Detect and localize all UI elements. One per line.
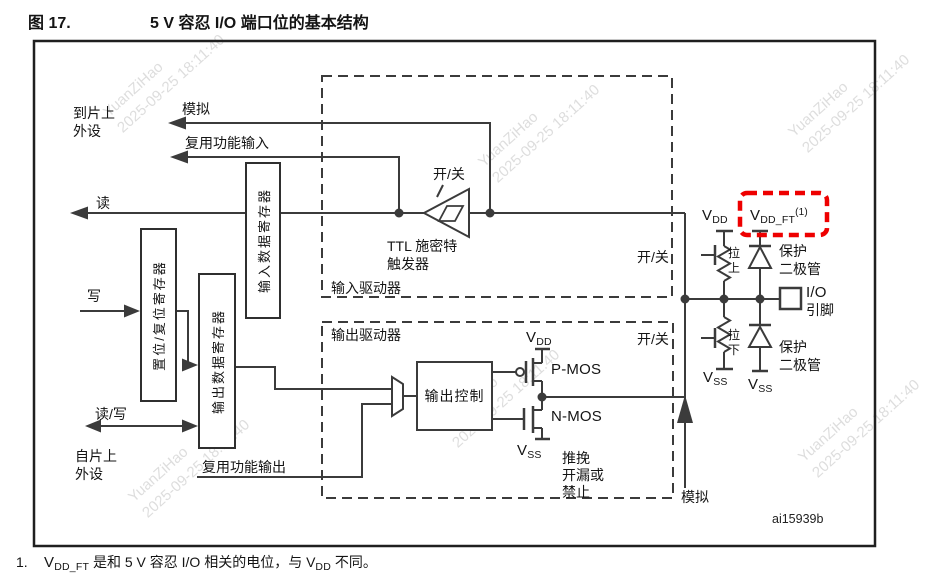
figure-title: 5 V 容忍 I/O 端口位的基本结构 xyxy=(150,15,369,32)
input-driver-box xyxy=(321,75,673,298)
analog-input-wire xyxy=(184,122,491,213)
read-write-left-arrowhead xyxy=(85,419,101,433)
protection-diode-lower-label-1: 保护 xyxy=(779,339,807,355)
pmos-transistor xyxy=(492,347,550,397)
vddft-label: VDD_FT(1) xyxy=(750,207,808,226)
pull-up-label: 拉上 xyxy=(728,246,741,275)
vdd-mos-label: VDD xyxy=(526,329,552,349)
read-write-label: 读/写 xyxy=(95,406,127,422)
analog-bottom-label: 模拟 xyxy=(681,489,709,505)
pull-down-resistor xyxy=(716,299,733,371)
from-onchip-periph-label-1: 自片上 xyxy=(75,448,117,464)
read-label: 读 xyxy=(96,195,110,211)
disabled-label: 禁止 xyxy=(562,484,590,500)
nmos-transistor xyxy=(492,397,550,441)
output-control-label: 输出控制 xyxy=(424,388,485,404)
pull-down-switch xyxy=(701,328,717,348)
vddft-highlight-box xyxy=(737,190,830,238)
io-pin-label-1: I/O xyxy=(806,284,827,301)
pullup-on-off-label: 开/关 xyxy=(637,249,669,265)
footnote: 1.VDD_FT 是和 5 V 容忍 I/O 相关的电位，与 VDD 不同。 xyxy=(16,554,377,573)
ttl-schmitt-label-1: TTL 施密特 xyxy=(387,238,458,254)
output-data-register: 输出数据寄存器 xyxy=(198,273,236,449)
protection-diode-upper xyxy=(747,229,773,299)
schmitt-trigger xyxy=(421,184,470,239)
af-output-wire xyxy=(197,403,392,478)
open-drain-label: 开漏或 xyxy=(562,467,604,483)
input-data-register: 输入数据寄存器 xyxy=(245,162,281,319)
output-driver-label: 输出驱动器 xyxy=(331,327,401,343)
af-input-arrowhead xyxy=(170,150,188,164)
af-input-wire xyxy=(186,156,400,213)
pulldown-on-off-label: 开/关 xyxy=(637,331,669,347)
schmitt-on-off-label: 开/关 xyxy=(433,166,465,182)
output-control-box xyxy=(416,361,493,431)
write-label: 写 xyxy=(87,288,101,304)
push-pull-label: 推挽 xyxy=(562,450,590,466)
mux-symbol xyxy=(391,375,404,418)
read-arrowhead xyxy=(70,206,88,220)
to-onchip-periph-label-2: 外设 xyxy=(73,123,101,139)
input-driver-label: 输入驱动器 xyxy=(331,280,401,296)
set-reset-arrowhead xyxy=(182,358,198,372)
protection-diode-upper-label-1: 保护 xyxy=(779,243,807,259)
figure-label: 图 17. xyxy=(28,15,71,32)
protection-diode-lower-label-2: 二极管 xyxy=(779,357,821,373)
analog-label: 模拟 xyxy=(182,101,210,117)
write-arrowhead xyxy=(124,304,140,318)
nmos-label: N-MOS xyxy=(551,408,602,425)
to-onchip-periph-label-1: 到片上 xyxy=(73,105,115,121)
arrowheads-and-junctions xyxy=(70,116,765,433)
read-write-right-arrowhead xyxy=(182,419,198,433)
vss-pullup-label: VSS xyxy=(703,369,728,389)
pull-down-label: 拉下 xyxy=(728,328,741,357)
output-up-arrowhead xyxy=(677,395,693,423)
set-reset-register: 置位/复位寄存器 xyxy=(140,228,177,402)
ttl-schmitt-label-2: 触发器 xyxy=(387,256,429,272)
vdd-pullup-label: VDD xyxy=(702,207,728,227)
figure-frame xyxy=(32,39,877,548)
protection-diode-lower xyxy=(747,299,773,373)
pull-up-switch xyxy=(701,245,717,265)
output-driver-box xyxy=(321,321,674,499)
figure-reference: ai15939b xyxy=(772,512,824,526)
protection-diode-upper-label-2: 二极管 xyxy=(779,261,821,277)
af-input-label: 复用功能输入 xyxy=(185,135,269,151)
analog-arrowhead xyxy=(168,116,186,130)
io-pad-square xyxy=(778,286,803,311)
af-output-label: 复用功能输出 xyxy=(202,459,286,475)
vss-diode-label: VSS xyxy=(748,376,773,396)
odr-output-wire xyxy=(232,366,392,390)
pmos-label: P-MOS xyxy=(551,361,602,378)
from-onchip-periph-label-2: 外设 xyxy=(75,466,103,482)
footnote-number: 1. xyxy=(16,554,28,570)
io-pin-label-2: 引脚 xyxy=(806,302,834,318)
vss-mos-label: VSS xyxy=(517,442,542,462)
